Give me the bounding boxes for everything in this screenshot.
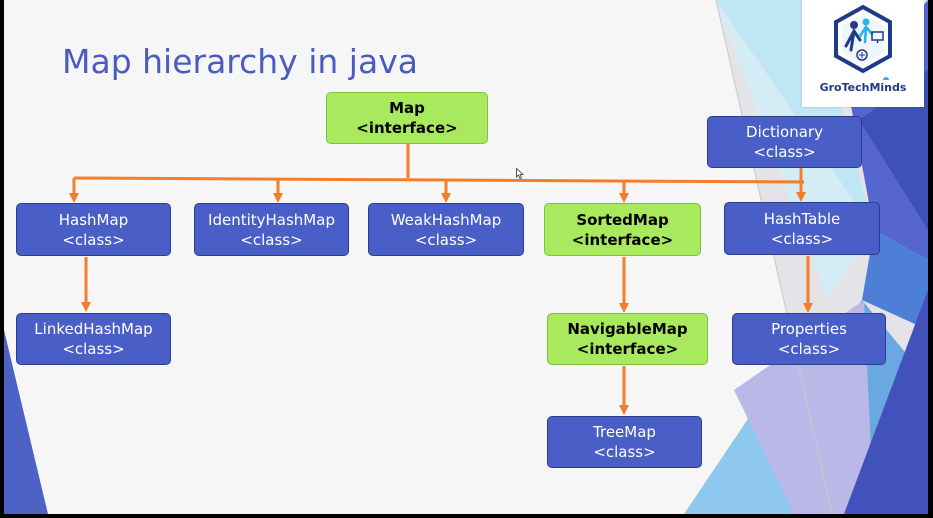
node-sortedmap-name: SortedMap (576, 210, 669, 229)
node-navigablemap-type: <interface> (576, 340, 679, 358)
node-identityhashmap-type: <class> (240, 230, 303, 249)
node-sortedmap-type: <interface> (571, 230, 674, 249)
node-linkedhashmap-name: LinkedHashMap (34, 320, 153, 338)
deco-triangle-darkblue-bottom (844, 290, 928, 514)
node-dictionary: Dictionary <class> (707, 116, 862, 168)
deco-triangle-left-bottom (4, 330, 48, 514)
deco-band-mid-right (862, 230, 928, 330)
node-properties-type: <class> (777, 340, 841, 358)
node-navigablemap-name: NavigableMap (567, 320, 688, 338)
node-hashmap-type: <class> (62, 230, 125, 249)
deco-triangle-darkblue-right (859, 70, 928, 230)
mouse-cursor-icon (516, 168, 524, 179)
node-hashmap: HashMap <class> (16, 203, 171, 256)
node-properties: Properties <class> (732, 313, 886, 365)
slide-title: Map hierarchy in java (62, 42, 418, 81)
node-hashtable-name: HashTable (763, 209, 841, 228)
node-identityhashmap-name: IdentityHashMap (208, 210, 335, 229)
brand-name: GroTechMinds (819, 81, 907, 94)
node-sortedmap: SortedMap <interface> (544, 203, 701, 256)
node-hashtable: HashTable <class> (724, 202, 880, 255)
hierarchy-connectors (69, 144, 813, 415)
node-map-type: <interface> (356, 119, 458, 137)
background-decoration (4, 0, 928, 514)
brand-logo: GroTechMinds (802, 0, 924, 107)
node-map: Map <interface> (326, 92, 488, 144)
node-linkedhashmap-type: <class> (62, 340, 125, 358)
node-weakhashmap-name: WeakHashMap (390, 210, 502, 229)
node-linkedhashmap: LinkedHashMap <class> (16, 313, 171, 365)
node-properties-name: Properties (771, 320, 847, 338)
slide: Map hierarchy in java GroTechMinds (4, 0, 928, 514)
deco-line (715, 0, 833, 514)
node-identityhashmap: IdentityHashMap <class> (194, 203, 349, 256)
node-hashtable-type: <class> (770, 229, 834, 248)
node-weakhashmap: WeakHashMap <class> (368, 203, 524, 256)
node-hashmap-name: HashMap (58, 210, 129, 229)
people-network-hexagon-icon (834, 4, 892, 80)
node-dictionary-type: <class> (753, 143, 816, 161)
node-treemap: TreeMap <class> (547, 416, 702, 468)
node-map-name: Map (389, 99, 425, 117)
node-dictionary-name: Dictionary (746, 123, 823, 141)
node-navigablemap: NavigableMap <interface> (547, 313, 708, 365)
node-weakhashmap-type: <class> (414, 230, 478, 249)
connector-bus (73, 176, 805, 184)
node-treemap-name: TreeMap (593, 423, 656, 441)
node-treemap-type: <class> (593, 443, 656, 461)
